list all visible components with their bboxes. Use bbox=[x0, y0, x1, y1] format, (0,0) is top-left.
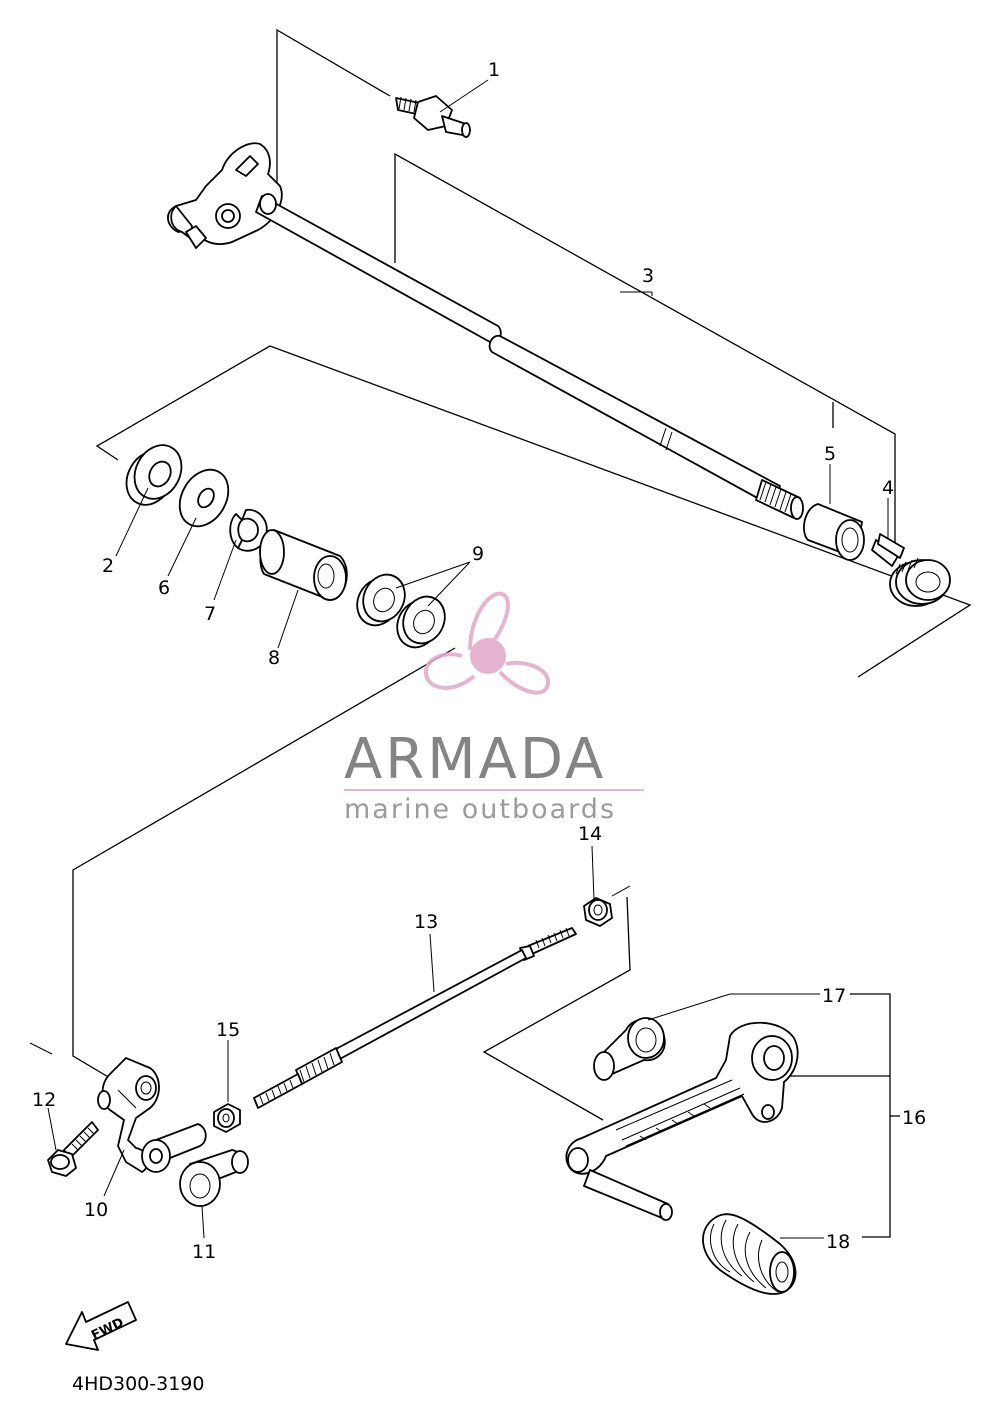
diagram-code: 4HD300-3190 bbox=[72, 1373, 204, 1395]
armada-watermark: ARMADA marine outboards bbox=[344, 591, 644, 825]
part-1-stud-bolt bbox=[395, 79, 489, 138]
part-2-oil-seal bbox=[125, 444, 183, 506]
callout-labels: 1 2 3 4 5 6 7 8 9 10 11 12 13 14 15 16 1… bbox=[32, 59, 926, 1263]
part-15-nut bbox=[213, 1103, 241, 1133]
watermark-brand: ARMADA bbox=[344, 727, 606, 792]
fwd-arrow-icon: FWD bbox=[65, 1301, 137, 1351]
callout-3: 3 bbox=[642, 265, 654, 287]
part-11-rod-end bbox=[141, 1123, 249, 1207]
part-3-shift-shaft bbox=[167, 142, 804, 520]
callout-10: 10 bbox=[84, 1199, 108, 1221]
callout-14: 14 bbox=[578, 823, 602, 845]
callout-8: 8 bbox=[268, 647, 280, 669]
part-8-bushing bbox=[259, 529, 348, 601]
callout-7: 7 bbox=[204, 603, 216, 625]
watermark-tagline: marine outboards bbox=[344, 794, 616, 825]
part-6-washer bbox=[178, 468, 230, 528]
part-7-circlip bbox=[229, 508, 268, 552]
leader-lines bbox=[47, 464, 889, 1239]
callout-17: 17 bbox=[822, 985, 846, 1007]
part-13-shift-rod bbox=[253, 927, 577, 1109]
callout-4: 4 bbox=[882, 477, 894, 499]
callout-6: 6 bbox=[158, 577, 170, 599]
part-10-shift-arm bbox=[97, 1057, 160, 1173]
part-14-nut bbox=[583, 897, 613, 927]
part-16-shift-pedal bbox=[565, 1021, 799, 1221]
part-12-flange-bolt bbox=[47, 1121, 99, 1177]
part-18-pedal-rubber bbox=[702, 1213, 797, 1295]
callout-11: 11 bbox=[192, 1241, 216, 1263]
assembly-frame-lines bbox=[29, 28, 972, 1238]
callout-15: 15 bbox=[216, 1019, 240, 1041]
part-4-torsion-spring bbox=[871, 533, 951, 607]
callout-12: 12 bbox=[32, 1089, 56, 1111]
callout-2: 2 bbox=[102, 555, 114, 577]
part-5-collar bbox=[803, 503, 865, 561]
part-9-bearings bbox=[356, 561, 471, 649]
callout-18: 18 bbox=[826, 1231, 850, 1253]
callout-16: 16 bbox=[902, 1107, 926, 1129]
propeller-logo bbox=[423, 591, 551, 695]
callout-9: 9 bbox=[472, 543, 484, 565]
callout-13: 13 bbox=[414, 911, 438, 933]
callout-5: 5 bbox=[824, 443, 836, 465]
part-17-pivot-collar bbox=[593, 1017, 666, 1081]
callout-1: 1 bbox=[488, 59, 500, 81]
